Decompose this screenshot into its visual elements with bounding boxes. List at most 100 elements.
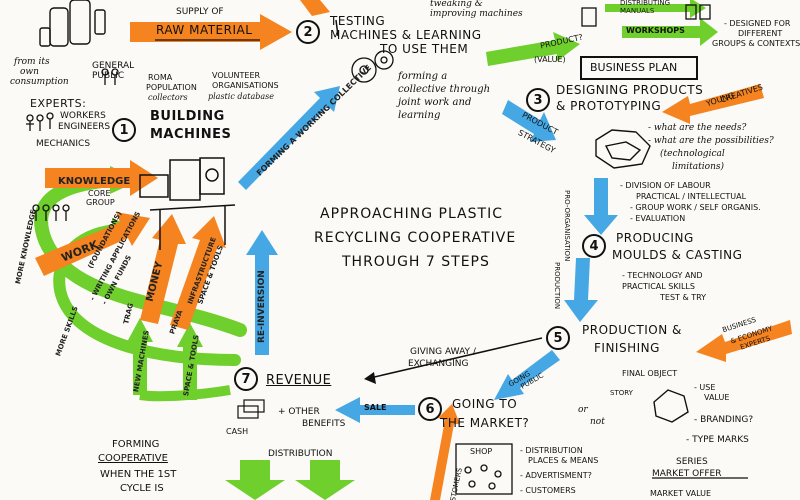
step-4-label-line-2: MOULDS & CASTING — [612, 248, 743, 262]
forming-coop-line-2: COOPERATIVE — [98, 453, 168, 464]
step-4-note-2: PRACTICAL SKILLS — [622, 282, 695, 291]
machine-to-testing-line — [335, 19, 339, 37]
experts-mechanics: MECHANICS — [36, 139, 91, 149]
market-list-3: - ADVERTISMENT? — [520, 471, 592, 480]
top-orange-arrow — [300, 0, 330, 16]
step-5-label-line-2: FINISHING — [594, 341, 660, 355]
forming-collective-line-4: learning — [398, 110, 441, 121]
step-6-number: 6 — [418, 397, 442, 421]
core-group-line-2: GROUP — [86, 198, 115, 207]
title-line-2: RECYCLING COOPERATIVE — [314, 230, 517, 246]
use-value-line-1: - USE — [694, 383, 716, 392]
volunteer-line-2: ORGANISATIONS — [212, 81, 279, 90]
title-line-1: APPROACHING PLASTIC — [320, 206, 503, 222]
infrastructure-arrow — [170, 216, 226, 330]
designed-line-2: DIFFERENT — [738, 29, 783, 38]
step-1-label-line-1: BUILDING — [150, 109, 225, 124]
from-own-line-1: from its — [14, 57, 50, 67]
plastic-database: plastic database — [208, 92, 274, 101]
work-arrow — [35, 212, 150, 276]
volunteer-line-1: VOLUNTEER — [212, 71, 261, 80]
sale-arrow — [335, 397, 415, 423]
step-3-number: 3 — [526, 88, 550, 112]
other-benefits-line-1: + OTHER — [278, 407, 320, 417]
giving-away-arrow — [369, 337, 543, 379]
distribution-label: DISTRIBUTION — [268, 449, 333, 459]
production-arrow — [564, 258, 598, 322]
forming-coop-line-1: FORMING — [112, 439, 160, 450]
raw-material-arrow — [130, 14, 292, 50]
distribution-arrow-right — [295, 460, 355, 500]
workshops-arrow-bg — [622, 18, 718, 46]
pro-organisation-label: PRO-ORGANISATION — [563, 190, 571, 262]
step-4-number: 4 — [582, 234, 606, 258]
business-plan-label: BUSINESS PLAN — [590, 61, 678, 74]
title-line-3: THROUGH 7 STEPS — [342, 254, 490, 270]
step-2-label-line-2: MACHINES & LEARNING — [330, 28, 482, 42]
experts-workers: WORKERS — [60, 111, 106, 121]
business-plan-box: BUSINESS PLAN — [580, 56, 698, 80]
production-label: PRODUCTION — [553, 262, 561, 310]
knowledge-label: KNOWLEDGE — [58, 176, 131, 187]
step-4-note-3: TEST & TRY — [660, 293, 707, 302]
step-3-label-line-2: & PROTOTYPING — [556, 99, 662, 113]
raw-material-label: RAW MATERIAL — [156, 23, 253, 37]
gears-sketch — [351, 50, 394, 83]
value-label: (VALUE) — [534, 55, 566, 64]
knowledge-arrow — [45, 160, 158, 196]
more-knowledge-arrow — [34, 173, 247, 337]
green-connector — [139, 385, 231, 402]
roma-line-2: POPULATION — [146, 83, 197, 92]
step-3-label-line-1: DESIGNING PRODUCTS — [556, 83, 704, 97]
designed-line-1: - DESIGNED FOR — [724, 19, 791, 28]
people-sketch — [26, 68, 119, 221]
story-label: STORY — [610, 389, 633, 397]
market-offer-label: MARKET OFFER — [652, 469, 722, 479]
from-own-line-2: own — [20, 67, 39, 77]
machines-sketch — [139, 157, 236, 250]
manual-sketch — [581, 4, 711, 27]
designed-line-3: GROUPS & CONTEXTS — [712, 39, 800, 48]
new-machines-arrowhead — [127, 318, 153, 342]
step-2-number: 2 — [296, 20, 320, 44]
division-line-3: - GROUP WORK / SELF ORGANIS. — [630, 203, 761, 212]
cash-sketch — [237, 399, 265, 419]
giving-away-head — [364, 372, 376, 384]
series-label: SERIES — [676, 457, 708, 467]
cash-label: CASH — [226, 427, 249, 436]
step-4-label-line-1: PRODUCING — [616, 231, 694, 245]
final-object-label: FINAL OBJECT — [622, 369, 678, 378]
possibilities-line-3: limitations) — [672, 162, 724, 172]
organisation-arrow — [584, 178, 618, 235]
step-6-label-line-1: GOING TO — [452, 397, 518, 411]
market-value-label: MARKET VALUE — [650, 489, 712, 498]
forming-collective-line-2: collective through — [398, 84, 491, 95]
workshops-label: WORKSHOPS — [626, 26, 685, 35]
experts-label: EXPERTS: — [30, 97, 87, 110]
working-collective-arrow — [238, 86, 340, 190]
supply-of-label: SUPPLY OF — [176, 7, 224, 17]
market-list-4: - CUSTOMERS — [520, 486, 576, 495]
forming-collective-line-3: joint work and — [398, 97, 472, 108]
prototype-sketch — [595, 129, 651, 169]
or-not-line-2: not — [590, 417, 605, 427]
step-7-number: 7 — [234, 367, 258, 391]
bottles-sketch — [39, 0, 106, 47]
reinversion-arrow — [246, 230, 278, 355]
general-public-line-2: PUBLIC — [92, 71, 125, 81]
going-public-arrow — [494, 350, 560, 400]
giving-away-line-1: GIVING AWAY / — [410, 347, 476, 357]
customers-orange-arrow — [430, 404, 460, 500]
branding-label: - BRANDING? — [694, 415, 754, 425]
market-list-1: - DISTRIBUTION — [520, 446, 583, 455]
possibilities-line-2: (technological — [660, 149, 725, 159]
sale-label: SALE — [364, 403, 387, 412]
distribution-arrow-left — [225, 460, 285, 500]
type-marks-label: - TYPE MARKS — [686, 435, 749, 445]
giving-away-line-2: EXCHANGING — [408, 359, 469, 369]
shop-label: SHOP — [470, 447, 493, 456]
step-2-label-line-1: TESTING — [330, 14, 386, 28]
distributing-line-1: DISTRIBUTING — [620, 0, 671, 7]
step-5-number: 5 — [546, 326, 570, 350]
